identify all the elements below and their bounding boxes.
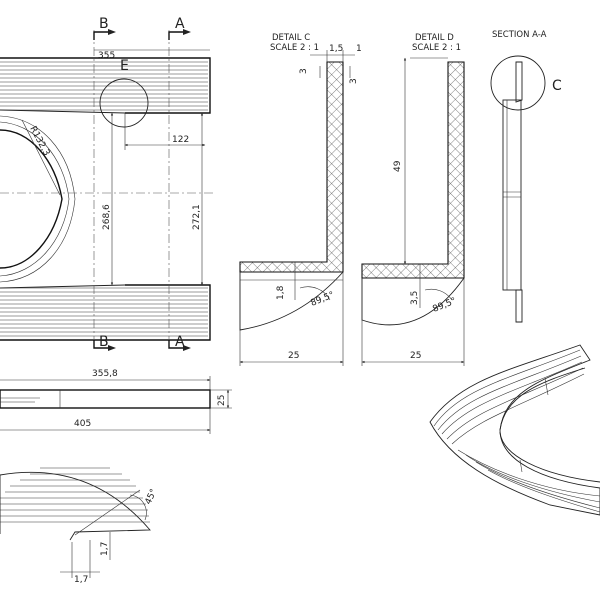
section-b-bottom-marker [93, 340, 116, 351]
detail-d-dim-angle: 89,5° [431, 296, 458, 314]
detail-d-dim-height: 49 [393, 160, 403, 172]
detail-c: DETAIL C SCALE 2 : 1 1,5 1 3 3 1,8 89,5°… [239, 33, 362, 366]
section-b-top-marker [93, 29, 116, 40]
plan-lamination-top [0, 61, 208, 111]
dim-plan-width: 355 [98, 51, 115, 61]
side-dim-thickness: 25 [217, 395, 227, 406]
detail-c-dim-side-right: 3 [349, 78, 359, 84]
side-dim-bottom: 405 [74, 419, 91, 429]
plan-view: B A B A E 355 122 R132,3 268,6 272,1 [0, 16, 215, 351]
label-a-bottom: A [175, 334, 185, 350]
detail-d-scale: SCALE 2 : 1 [412, 43, 461, 53]
dim-plan-inner-height: 268,6 [102, 204, 112, 230]
detail-e-circle [99, 78, 149, 128]
detail-c-dim-side-left: 3 [299, 68, 309, 74]
plan-lamination-bottom [0, 287, 208, 337]
detail-c-circle [490, 55, 546, 111]
label-detail-c: C [552, 78, 562, 94]
section-a-bottom-marker [168, 340, 191, 351]
detail-c-dim-top-right: 1 [356, 44, 362, 54]
side-view: 355,8 25 405 [0, 369, 232, 434]
iso-lamination [433, 349, 600, 513]
label-a-top: A [175, 16, 185, 32]
section-aa: SECTION A-A C [490, 30, 562, 323]
isometric-view [429, 344, 600, 516]
detail-c-scale: SCALE 2 : 1 [270, 43, 319, 53]
chamfer-lamination [0, 467, 150, 523]
detail-d-dim-width: 25 [410, 351, 421, 361]
chamfer-dim-vertical: 1,7 [100, 542, 110, 556]
label-b-top: B [99, 16, 109, 32]
chamfer-dim-angle: 45° [144, 488, 160, 507]
detail-c-dim-angle: 89,5° [309, 290, 336, 308]
section-aa-title: SECTION A-A [492, 30, 547, 40]
detail-d-dim-base-height: 3,5 [410, 291, 420, 305]
side-dim-top: 355,8 [92, 369, 118, 379]
detail-c-dim-top-left: 1,5 [329, 44, 343, 54]
detail-c-dim-base-height: 1,8 [276, 285, 286, 300]
chamfer-dim-horizontal: 1,7 [74, 575, 88, 585]
label-detail-e: E [120, 58, 129, 74]
detail-d: DETAIL D SCALE 2 : 1 49 3,5 89,5° 25 [361, 33, 465, 366]
detail-c-dim-width: 25 [288, 351, 299, 361]
label-b-bottom: B [99, 334, 109, 350]
detail-d-title: DETAIL D [415, 33, 454, 43]
section-a-top-marker [168, 29, 191, 40]
chamfer-detail: 45° 1,7 1,7 [0, 467, 160, 585]
dim-plan-outer-height: 272,1 [192, 204, 202, 230]
detail-c-title: DETAIL C [272, 33, 310, 43]
dim-plan-offset: 122 [172, 135, 189, 145]
